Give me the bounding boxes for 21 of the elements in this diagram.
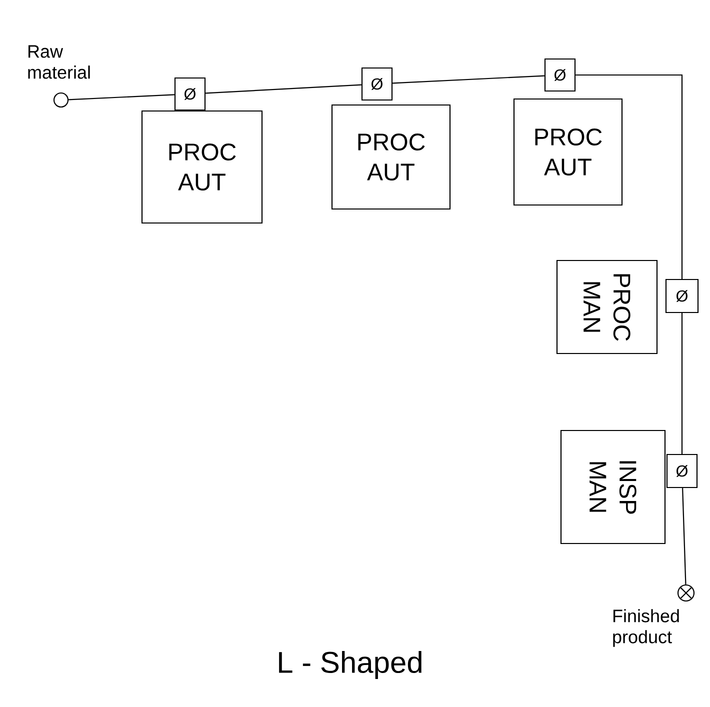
node-label: Raw material: [28, 45, 90, 79]
end-circle: [677, 584, 695, 602]
connector-line: [392, 75, 544, 84]
connector-line: [206, 84, 362, 94]
connector-line: [68, 94, 174, 100]
workstation-box: PROC MAN: [556, 260, 658, 354]
node-label: Finished product: [613, 609, 679, 647]
workstation-box: PROC AUT: [141, 110, 263, 224]
start-circle: [53, 92, 69, 108]
connector-line: [681, 313, 683, 454]
workstation-box: INSP MAN: [560, 430, 666, 544]
connector-line: [682, 488, 686, 584]
station-box: Ø: [666, 454, 698, 488]
station-box: Ø: [665, 278, 699, 314]
workstation-box: PROC AUT: [513, 98, 623, 206]
station-box: Ø: [361, 67, 393, 101]
station-box: Ø: [544, 58, 576, 92]
caption: L - Shaped: [279, 651, 422, 679]
workstation-box: PROC AUT: [331, 104, 451, 210]
station-box: Ø: [174, 77, 206, 111]
connector-line: [576, 74, 683, 279]
